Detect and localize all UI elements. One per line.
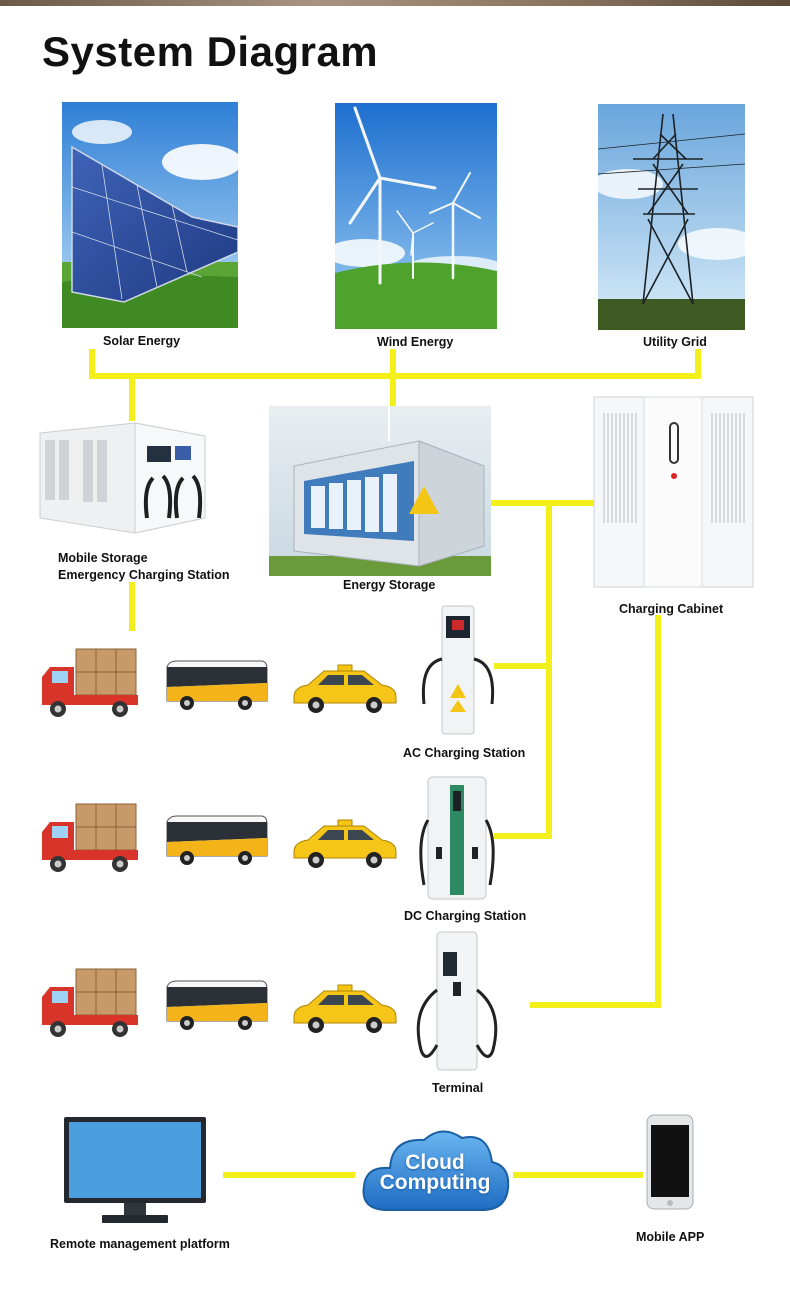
remote-monitor-image [62, 1115, 208, 1227]
energy-storage-image [269, 406, 491, 576]
taxi-image-row-2 [290, 818, 400, 875]
truck-image-row-1 [40, 645, 140, 728]
charging-cabinet-label: Charging Cabinet [619, 602, 724, 616]
energy-storage-label: Energy Storage [343, 578, 436, 592]
cloud-line-1: Cloud [405, 1151, 465, 1174]
cloud-icon [358, 1122, 512, 1222]
mobile-storage-label-2: Emergency Charging Station [58, 568, 230, 582]
terminal-label: Terminal [432, 1081, 484, 1095]
utility-grid-label: Utility Grid [643, 335, 707, 349]
cloud-computing-text: Cloud Computing [360, 1151, 510, 1194]
utility-grid-image [598, 104, 745, 330]
mobile-storage-label-1: Mobile Storage [58, 551, 148, 565]
mobile-app-label: Mobile APP [636, 1230, 705, 1244]
wind-energy-label: Wind Energy [377, 335, 454, 349]
bus-image-row-2 [163, 812, 269, 873]
wire-to-dc [494, 500, 552, 839]
taxi-image-row-3 [290, 983, 400, 1040]
top-border-strip [0, 0, 790, 6]
solar-energy-label: Solar Energy [103, 334, 181, 348]
terminal-image [413, 930, 503, 1072]
remote-platform-label: Remote management platform [50, 1237, 230, 1251]
ac-station-label: AC Charging Station [403, 746, 526, 760]
bus-image-row-3 [163, 977, 269, 1038]
cloud-line-2: Computing [379, 1171, 491, 1194]
ac-charging-station-image [416, 604, 500, 736]
solar-energy-image [62, 102, 238, 328]
mobile-storage-image [35, 418, 207, 536]
page-title: System Diagram [42, 28, 379, 75]
wind-energy-image [335, 103, 497, 329]
dc-charging-station-image [416, 775, 498, 901]
charging-cabinet-image [592, 393, 755, 589]
truck-image-row-3 [40, 965, 140, 1048]
truck-image-row-2 [40, 800, 140, 883]
mobile-phone-image [645, 1114, 695, 1210]
taxi-image-row-1 [290, 663, 400, 720]
dc-station-label: DC Charging Station [404, 909, 527, 923]
bus-image-row-1 [163, 657, 269, 718]
wire-cabinet-to-terminal [530, 615, 661, 1008]
